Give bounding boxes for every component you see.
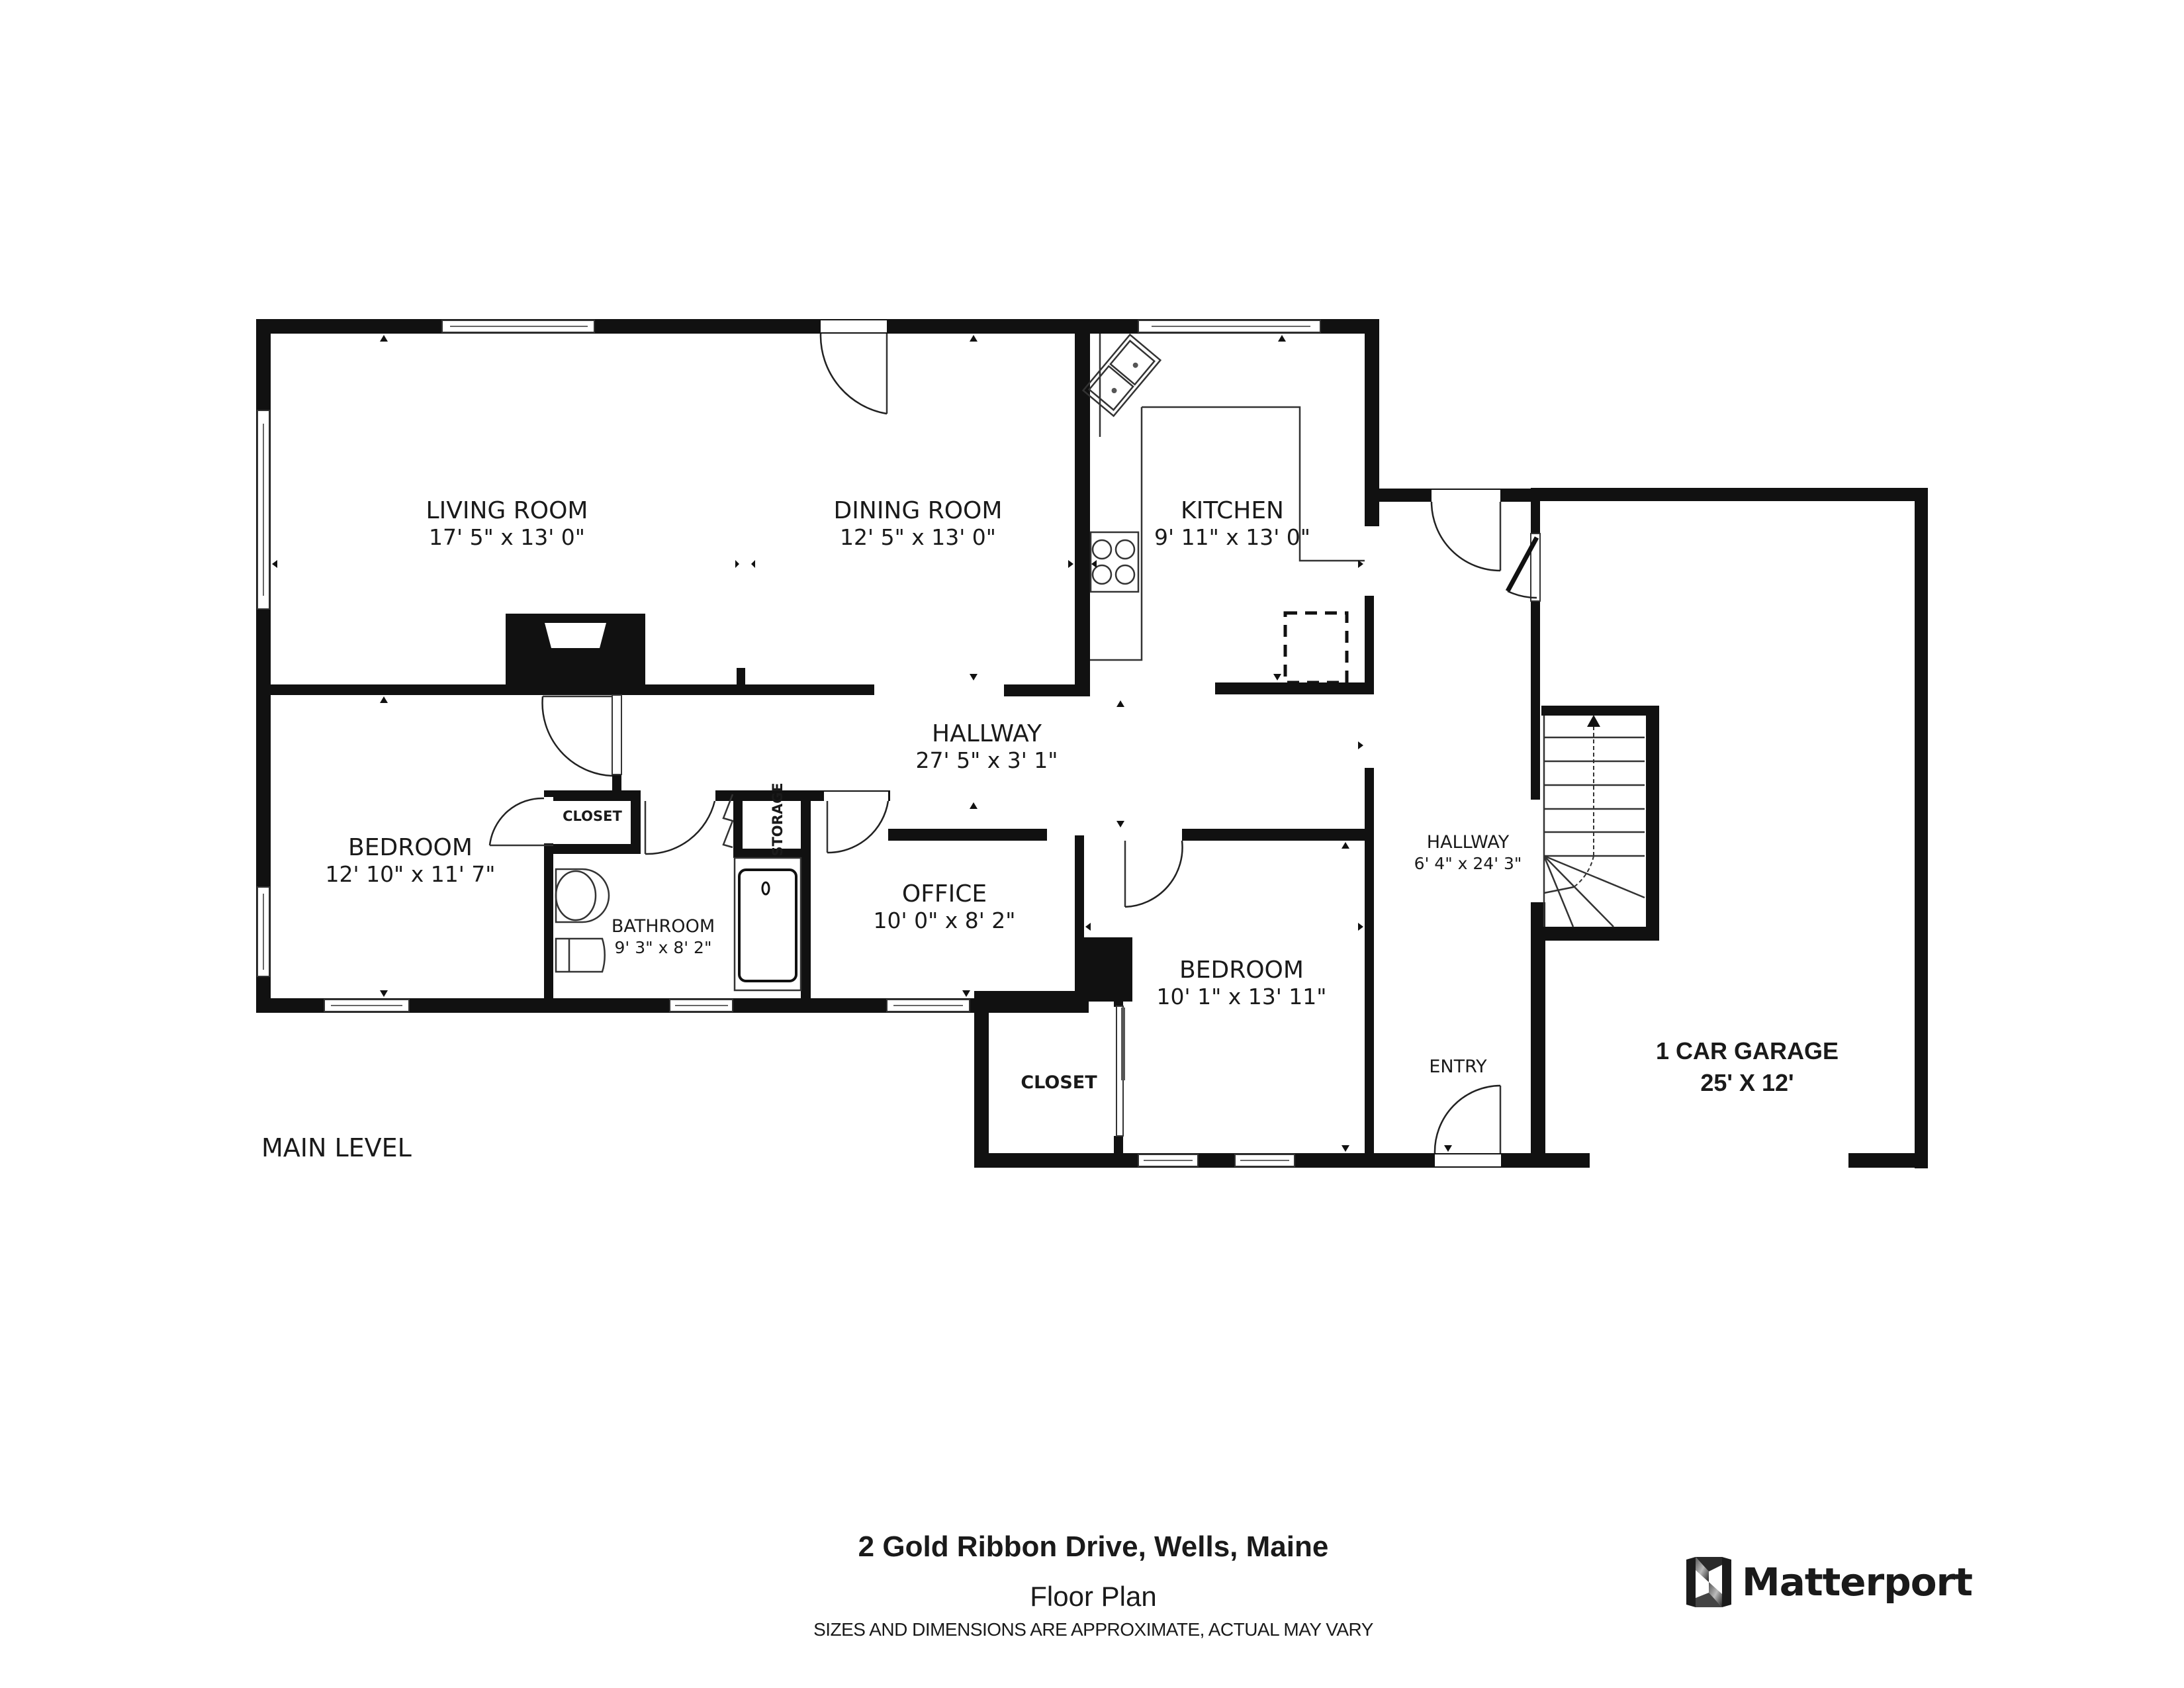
kitchen-dims: 9' 11" x 13' 0"	[1154, 524, 1310, 550]
doors	[488, 320, 1541, 1166]
stove-icon	[1089, 531, 1140, 593]
disclaimer: SIZES AND DIMENSIONS ARE APPROXIMATE, AC…	[813, 1619, 1373, 1640]
living-room-dims: 17' 5" x 13' 0"	[429, 524, 585, 550]
level-label: MAIN LEVEL	[261, 1133, 412, 1162]
bath-sink-icon	[555, 868, 610, 923]
office-label: OFFICE	[902, 880, 987, 908]
room-labels: LIVING ROOM 17' 5" x 13' 0" DINING ROOM …	[326, 497, 1839, 1096]
storage-label: STORAGE	[770, 782, 786, 856]
kitchen-label: KITCHEN	[1181, 497, 1284, 524]
bathtub-icon	[733, 857, 802, 992]
bedroom-right-label: BEDROOM	[1179, 957, 1304, 984]
dining-room-dims: 12' 5" x 13' 0"	[840, 524, 996, 550]
hallway-main-label: HALLWAY	[932, 720, 1042, 747]
markers	[272, 335, 1452, 1152]
hallway-side-label: HALLWAY	[1427, 832, 1510, 853]
matterport-logo-icon	[1686, 1557, 1731, 1607]
bedroom-right-dims: 10' 1" x 13' 11"	[1157, 984, 1327, 1009]
walls	[256, 319, 1928, 1168]
bathroom-dims: 9' 3" x 8' 2"	[615, 938, 712, 957]
living-room-label: LIVING ROOM	[426, 497, 588, 524]
brand-logo: Matterport	[1686, 1556, 1973, 1609]
brand-name: Matterport	[1742, 1560, 1973, 1605]
fixtures	[555, 333, 1645, 992]
hallway-main-dims: 27' 5" x 3' 1"	[916, 747, 1058, 773]
closet-small-label: CLOSET	[563, 808, 622, 824]
address-title: 2 Gold Ribbon Drive, Wells, Maine	[858, 1530, 1329, 1563]
bathroom-label: BATHROOM	[612, 916, 715, 937]
floor-plan-subtitle: Floor Plan	[1030, 1581, 1157, 1612]
sink-icon	[1081, 333, 1162, 418]
garage-label: 1 CAR GARAGE	[1656, 1037, 1839, 1064]
dining-room-label: DINING ROOM	[834, 497, 1003, 524]
closet-lower-label: CLOSET	[1021, 1072, 1097, 1093]
windows	[257, 320, 1321, 1167]
entry-label: ENTRY	[1429, 1056, 1487, 1077]
bedroom-left-dims: 12' 10" x 11' 7"	[326, 861, 496, 887]
stairs-icon	[1543, 715, 1645, 927]
office-dims: 10' 0" x 8' 2"	[874, 908, 1016, 933]
bedroom-left-label: BEDROOM	[348, 834, 473, 861]
toilet-icon	[555, 937, 606, 973]
dashed-appliance	[1283, 611, 1349, 684]
garage-dims: 25' X 12'	[1700, 1069, 1794, 1096]
hallway-side-dims: 6' 4" x 24' 3"	[1414, 854, 1522, 873]
